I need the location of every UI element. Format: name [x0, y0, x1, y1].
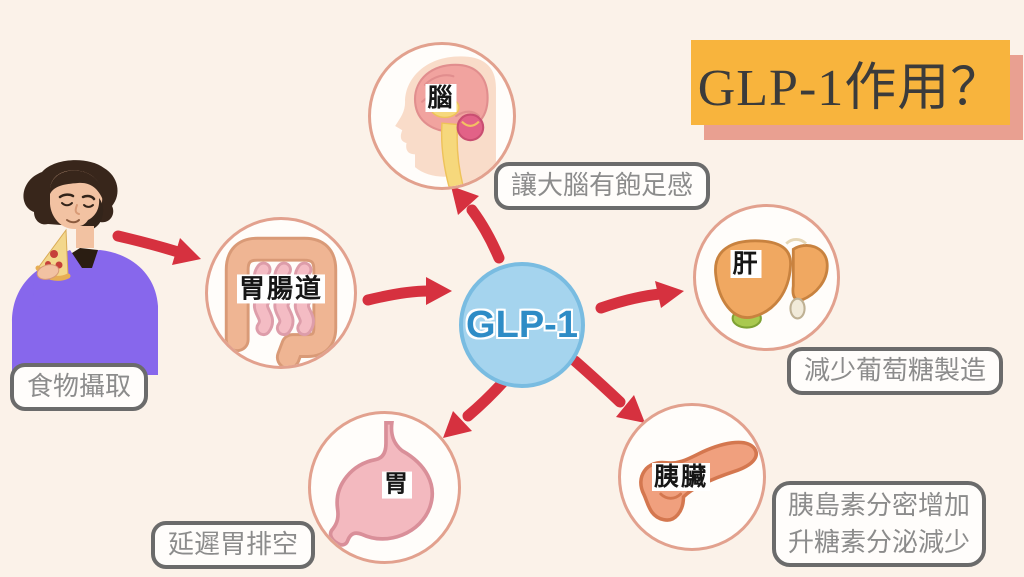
person-eating-illustration	[12, 160, 158, 375]
stomach-illustration	[328, 420, 435, 547]
organ-label-liver: 肝	[730, 250, 762, 278]
organ-label-gi: 胃腸道	[236, 273, 326, 304]
person-hand	[36, 264, 60, 280]
person-eye-right	[83, 204, 94, 208]
cerebellum	[456, 113, 485, 142]
liver-ligament	[785, 238, 807, 245]
caption-food-intake: 食物攝取	[10, 363, 149, 411]
arrow-glp1-to-pancreas	[569, 355, 645, 423]
pancreas-curl	[659, 492, 683, 500]
person-beard	[78, 198, 104, 233]
organ-label-pancreas: 胰臟	[651, 463, 711, 491]
liver-node-circle	[693, 204, 840, 351]
brain-illustration	[395, 56, 496, 187]
pizza-pepperoni	[50, 250, 58, 258]
brain-node-circle	[368, 42, 516, 190]
cerebellum-line	[461, 120, 480, 127]
organ-label-brain: 腦	[425, 84, 457, 112]
brain-fold	[455, 110, 480, 118]
arrow-gi-to-glp1	[362, 277, 452, 306]
page-title: GLP-1作用？	[691, 40, 1010, 125]
arrow-glp1-to-brain	[451, 186, 505, 264]
caption-liver-glucose: 減少葡萄糖製造	[787, 347, 1004, 395]
person-mouth	[66, 219, 80, 224]
person-eye-left	[61, 202, 73, 207]
person-nose	[74, 204, 80, 215]
liver-illustration	[714, 238, 829, 329]
bile-sac	[789, 297, 806, 320]
person-sweater	[12, 250, 158, 375]
caption-brain-satiety: 讓大腦有飽足感	[494, 162, 711, 210]
glp1-center-node: GLP-1	[459, 262, 585, 388]
person-neck	[76, 226, 94, 248]
caption-pancreas-line1: 胰島素分密增加	[788, 490, 971, 520]
stomach-shape	[328, 420, 435, 547]
arrow-glp1-to-stomach	[443, 374, 511, 438]
liver-right-lobe	[791, 244, 829, 302]
glp1-label: GLP-1	[466, 303, 578, 346]
organ-label-stomach: 胃	[382, 470, 412, 499]
brainstem	[440, 122, 465, 187]
person-eyebrow-left	[58, 193, 75, 199]
person-face	[50, 170, 103, 230]
person-eyebrow-right	[81, 194, 96, 201]
caption-stomach-emptying: 延遲胃排空	[151, 521, 316, 569]
large-intestine	[227, 239, 335, 366]
person-hair-fringe	[49, 170, 104, 200]
caption-pancreas-line2: 升糖素分泌減少	[788, 527, 971, 557]
caption-pancreas-hormones: 胰島素分密增加 升糖素分泌減少	[772, 481, 987, 567]
brain-fold	[423, 74, 455, 86]
arrow-glp1-to-liver	[595, 281, 684, 314]
